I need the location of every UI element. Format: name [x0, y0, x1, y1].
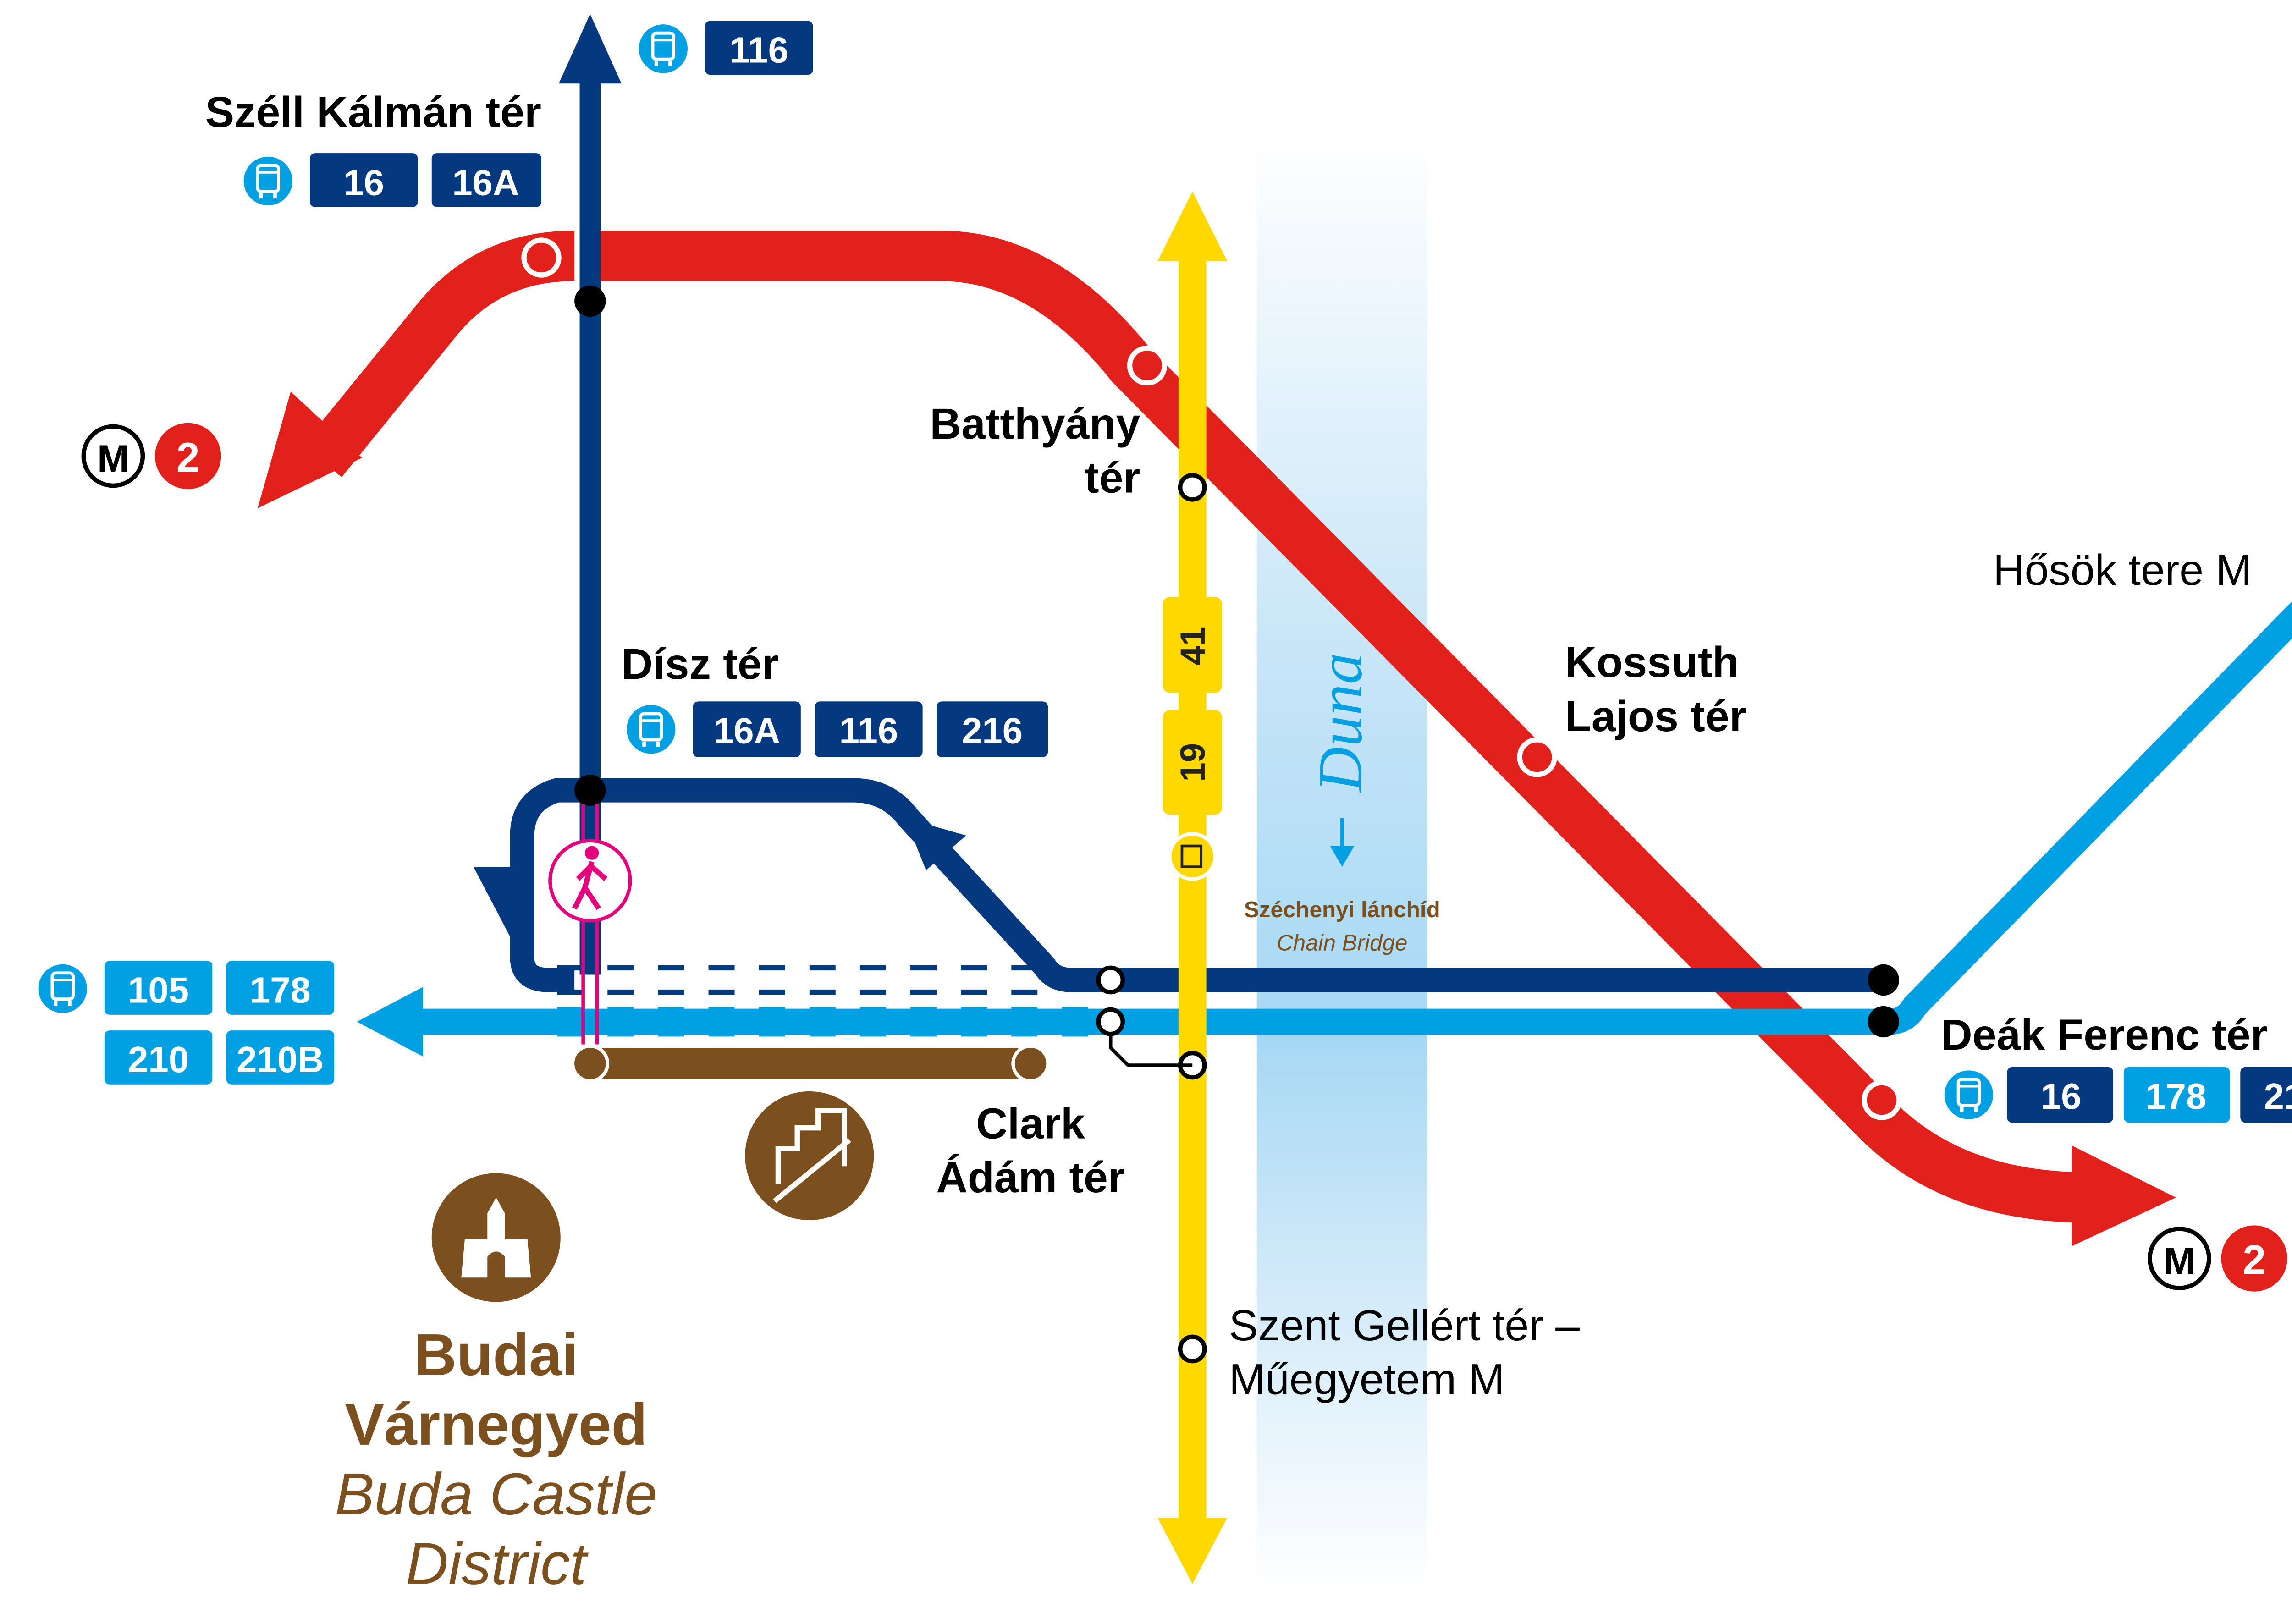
metro-sign-west: M 2	[81, 423, 221, 490]
station-batthyany-m2	[1127, 345, 1168, 386]
tram-icon	[1168, 832, 1217, 881]
metro-icon	[2148, 1227, 2211, 1290]
bus-route-badge[interactable]: 216	[962, 710, 1023, 751]
station-clark-label-1: Clark	[976, 1100, 1085, 1148]
pedestrian-icon	[548, 839, 632, 923]
bus-line-dark	[473, 14, 1899, 1038]
metro-m2-line	[258, 231, 2176, 1246]
bus-route-badge[interactable]: 210B	[237, 1039, 324, 1080]
station-batthyany-label-2: tér	[1085, 454, 1140, 502]
metro-sign-east: M 2	[2148, 1225, 2287, 1292]
metro-icon	[81, 424, 145, 488]
svg-text:M: M	[97, 437, 129, 480]
station-deak-bus-dark	[1868, 964, 1899, 996]
bus-route-badge[interactable]: 116	[729, 30, 788, 71]
station-szell-m2	[521, 237, 562, 278]
tram-line-41: 41	[1174, 627, 1212, 665]
tram-line: 41 19	[1096, 191, 1228, 1584]
river-label: Duna	[1306, 653, 1375, 793]
bus-route-badge[interactable]: 16A	[452, 162, 519, 203]
svg-text:M: M	[2164, 1239, 2196, 1283]
bridge-name-en: Chain Bridge	[1277, 930, 1407, 955]
station-gellert-label-1: Szent Gellért tér –	[1229, 1301, 1580, 1350]
station-hosok-label: Hősök tere M	[1993, 546, 2252, 595]
funicular-icon	[745, 1091, 874, 1220]
bus-group-deak: 16 178 216	[1944, 1067, 2292, 1123]
bus-icon	[243, 156, 292, 206]
bus-icon	[639, 24, 688, 73]
bus-group-west: 105 178 210 210B	[38, 961, 335, 1085]
bus-route-badge[interactable]: 178	[2145, 1076, 2206, 1117]
bus-route-badge[interactable]: 210	[128, 1039, 189, 1080]
station-batthyany-label-1: Batthyány	[930, 400, 1140, 448]
station-deak-label: Deák Ferenc tér	[1941, 1011, 2267, 1059]
bus-group-disz: 16A 116 216	[627, 701, 1048, 757]
bus-icon	[627, 705, 676, 754]
bridge-name: Széchenyi lánchíd	[1244, 897, 1440, 922]
svg-text:2: 2	[2242, 1237, 2266, 1283]
funicular-line	[571, 1044, 1050, 1220]
district-name-en-2: District	[406, 1531, 589, 1597]
bus-group-szell: 16 16A	[243, 153, 541, 207]
station-szell-label: Széll Kálmán tér	[205, 88, 541, 137]
district-name-1: Budai	[414, 1322, 579, 1388]
district-name-en-1: Buda Castle	[335, 1461, 657, 1527]
bus-route-badge[interactable]: 105	[128, 969, 189, 1010]
bus-route-badge[interactable]: 116	[839, 710, 898, 751]
station-gellert-label-2: Műegyetem M	[1229, 1355, 1504, 1404]
station-deak-bus-light	[1868, 1006, 1899, 1038]
pedestrian-link	[548, 804, 632, 1045]
tunnel-dashed	[557, 965, 1097, 1037]
station-clark-label-2: Ádám tér	[936, 1153, 1124, 1202]
svg-text:2: 2	[176, 435, 200, 481]
tram-line-19: 19	[1174, 743, 1212, 782]
bus-route-badge[interactable]: 16	[343, 162, 384, 203]
bus-icon	[1944, 1070, 1994, 1119]
station-deak-m2	[1862, 1080, 1902, 1120]
bus-icon	[38, 964, 87, 1013]
station-kossuth-label-2: Lajos tér	[1565, 692, 1747, 741]
station-disz-label: Dísz tér	[622, 640, 779, 688]
bus-group-north: 116	[639, 21, 813, 75]
bus-route-badge[interactable]: 216	[2264, 1076, 2292, 1117]
bus-route-badge[interactable]: 16A	[713, 710, 780, 751]
bus-route-badge[interactable]: 178	[250, 969, 311, 1010]
station-kossuth-m2	[1517, 737, 1557, 777]
station-kossuth-label-1: Kossuth	[1565, 638, 1739, 687]
district-name-2: Várnegyed	[345, 1392, 647, 1458]
district-castle: Budai Várnegyed Buda Castle District	[335, 1173, 657, 1597]
bus-route-badge[interactable]: 16	[2041, 1076, 2082, 1117]
